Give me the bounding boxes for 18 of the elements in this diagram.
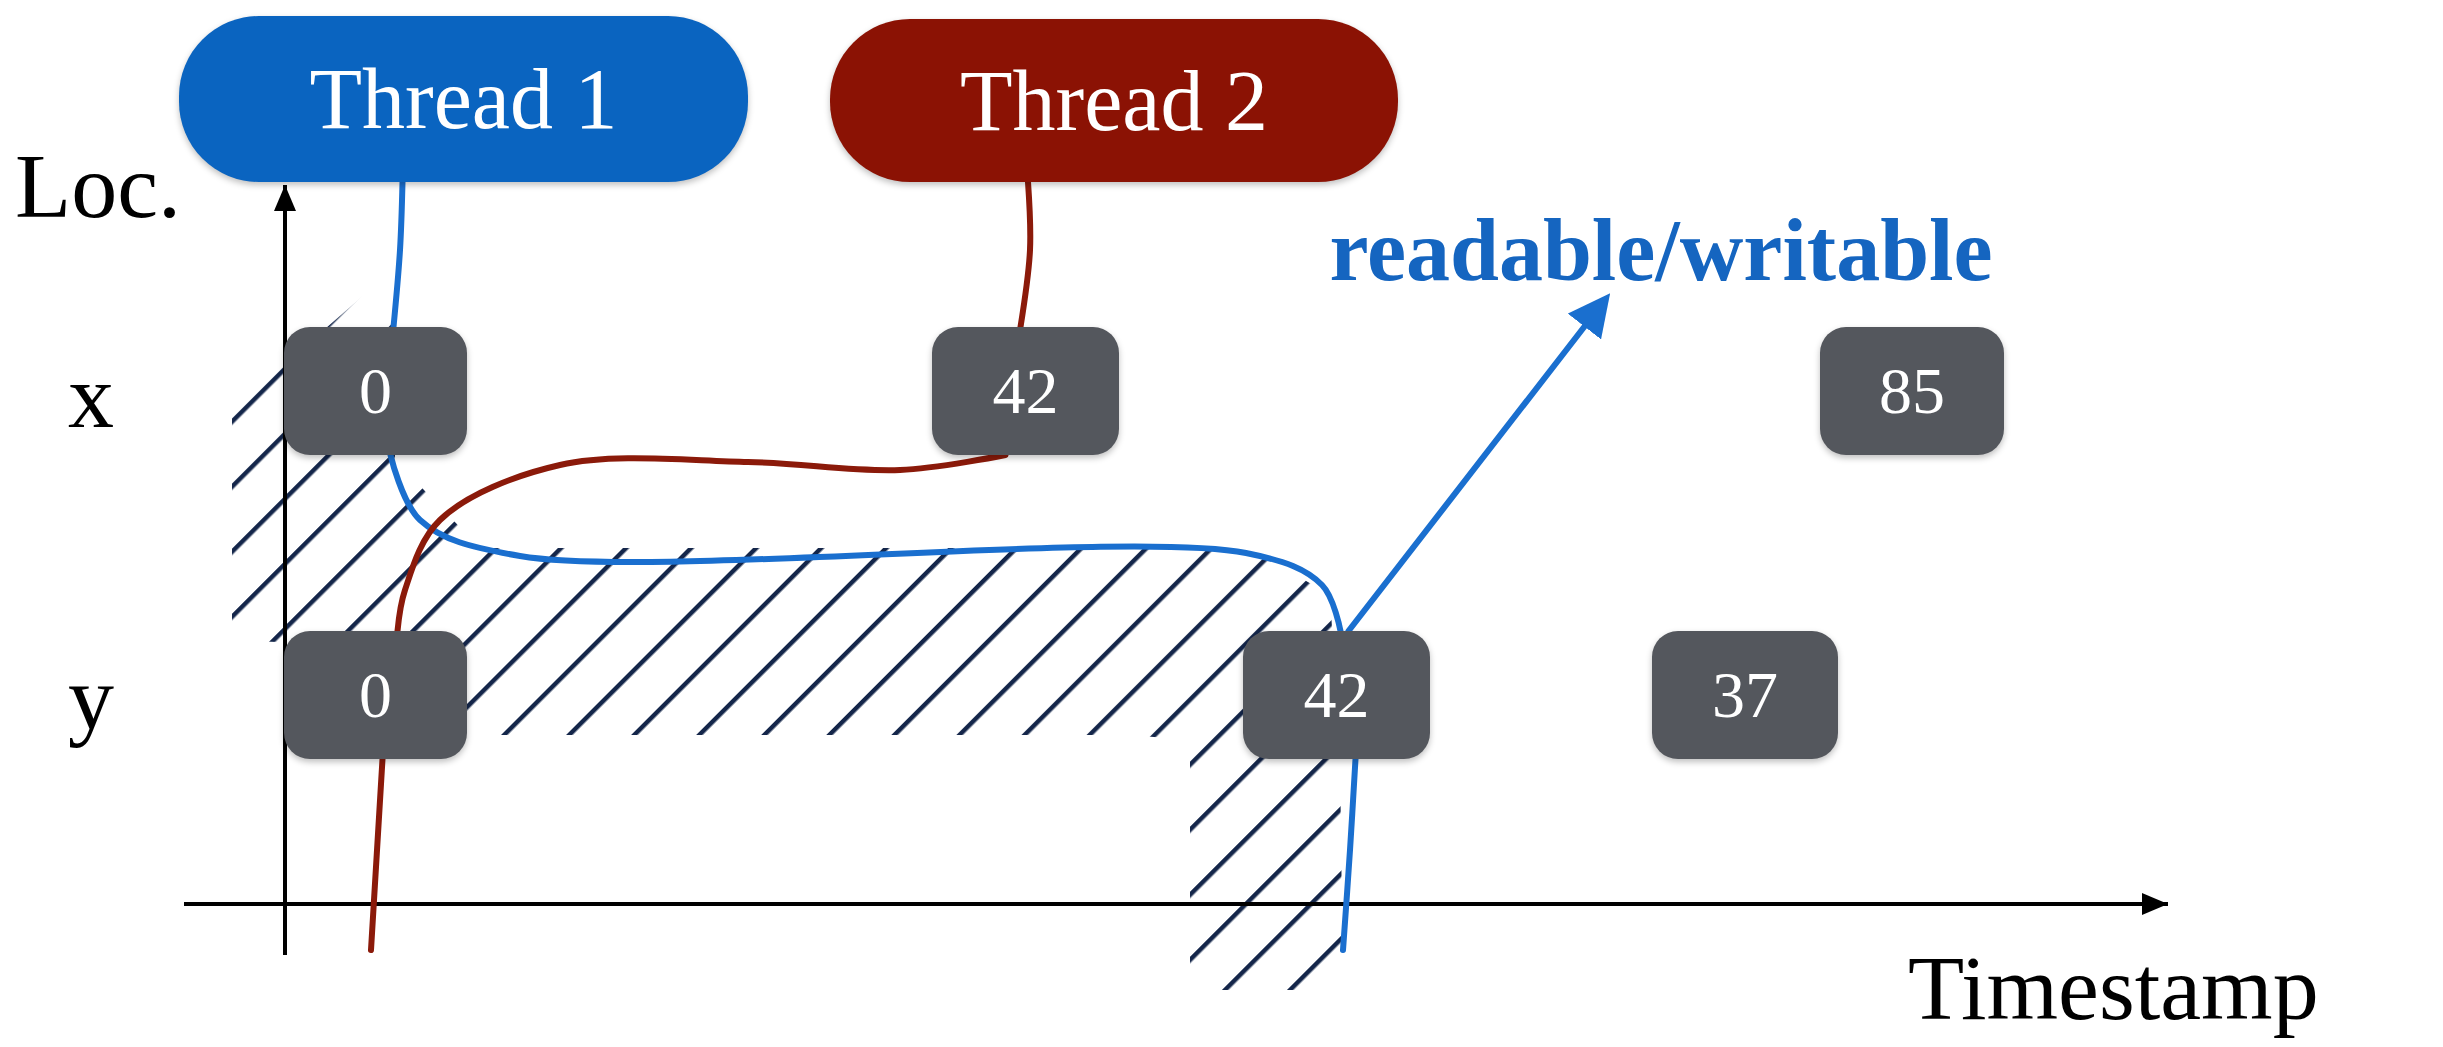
value-box: 42 bbox=[1243, 631, 1430, 759]
curve-line bbox=[1340, 756, 1359, 953]
value-box: 37 bbox=[1652, 631, 1838, 759]
value-box: 0 bbox=[284, 631, 467, 759]
curve-line bbox=[368, 756, 386, 953]
curve-line bbox=[1017, 179, 1034, 330]
annotation-text: readable/writable bbox=[1240, 200, 2082, 300]
curve-line bbox=[390, 179, 406, 330]
value-box: 42 bbox=[932, 327, 1119, 455]
curve-line bbox=[394, 452, 1009, 634]
thread-pill: Thread 1 bbox=[179, 16, 748, 182]
axis-label: Loc. bbox=[15, 140, 182, 232]
axis-label: x bbox=[68, 350, 114, 442]
curve-line bbox=[387, 452, 1344, 634]
thread-pill: Thread 2 bbox=[830, 19, 1398, 182]
arrow bbox=[1345, 293, 1611, 634]
value-box: 85 bbox=[1820, 327, 2004, 455]
value-box: 0 bbox=[284, 327, 467, 455]
